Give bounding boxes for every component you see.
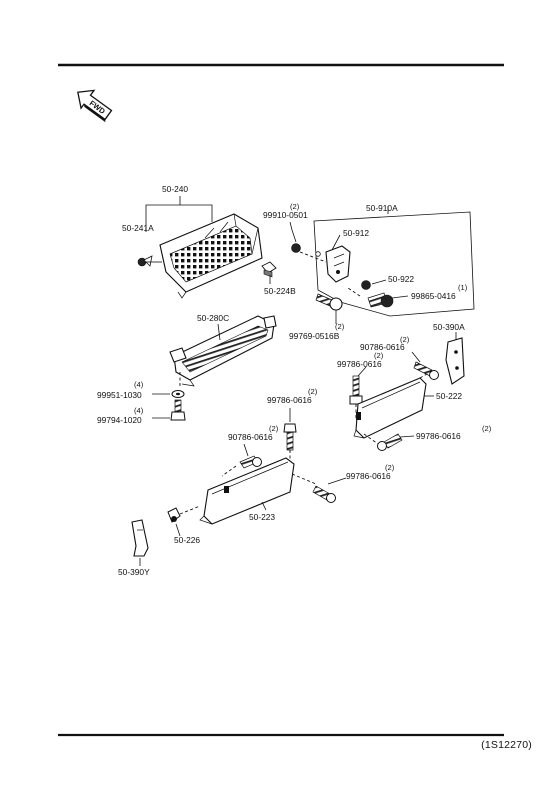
- qty-99865-0416: (1): [458, 283, 468, 292]
- callout-50-390Y: 50-390Y: [118, 567, 150, 577]
- bolt-90786-0616-right: [411, 351, 439, 380]
- callout-99865-0416: 99865-0416: [411, 291, 456, 301]
- bolt-99786-0616-center: [283, 408, 297, 464]
- washer-99951-1030: [152, 390, 185, 398]
- callout-50-922: 50-922: [388, 274, 414, 284]
- callout-99786-0616-right: 99786-0616: [337, 359, 382, 369]
- callout-99786-0616-lower-right: 99786-0616: [416, 431, 461, 441]
- bracket-50-280C: [169, 315, 277, 387]
- qty-99794-1020: (4): [134, 406, 144, 415]
- step-50-223: [199, 457, 317, 525]
- clip-50-224B: [261, 261, 277, 284]
- nut-99910-0501: [289, 221, 327, 263]
- tray-50-240: [159, 213, 263, 299]
- bracket-50-390Y: [131, 519, 149, 566]
- callout-90786-0616-right: 90786-0616: [360, 342, 405, 352]
- bolt-99786-0616-bottom: [312, 477, 347, 503]
- callout-50-910A: 50-910A: [366, 203, 398, 213]
- callout-50-912: 50-912: [343, 228, 369, 238]
- leader-50-240: [145, 196, 213, 232]
- callout-99794-1020: 99794-1020: [97, 415, 142, 425]
- callout-50-390A: 50-390A: [433, 322, 465, 332]
- callout-50-280C: 50-280C: [197, 313, 229, 323]
- nut-50-922: [361, 279, 387, 290]
- clip-50-226: [167, 505, 201, 537]
- qty-90786-0616-right: (2): [400, 335, 410, 344]
- bolt-99794-1020: [152, 399, 186, 421]
- callout-50-222: 50-222: [436, 391, 462, 401]
- qty-99786-0616-lower-right: (2): [482, 424, 492, 433]
- bolt-90786-0616-center: [221, 443, 262, 477]
- leader-50-280C: [217, 323, 221, 341]
- small-clip-icon: [315, 251, 321, 257]
- hinge-bracket-50-912: [325, 234, 351, 283]
- qty-99786-0616-center: (2): [308, 387, 318, 396]
- qty-99910-0501: (2): [290, 202, 300, 211]
- callout-50-224B: 50-224B: [264, 286, 296, 296]
- callout-90786-0616-center: 90786-0616: [228, 432, 273, 442]
- qty-99786-0616-right: (2): [374, 351, 384, 360]
- fwd-arrow-icon: FWD: [77, 89, 113, 123]
- callout-99786-0616-bottom: 99786-0616: [346, 471, 391, 481]
- callout-50-240: 50-240: [162, 184, 188, 194]
- qty-99786-0616-bottom: (2): [385, 463, 395, 472]
- callout-99786-0616-center: 99786-0616: [267, 395, 312, 405]
- callout-99769-0516B: 99769-0516B: [289, 331, 340, 341]
- callout-99951-1030: 99951-1030: [97, 390, 142, 400]
- kit-box-50-910A: [313, 211, 475, 317]
- callout-50-223: 50-223: [249, 512, 275, 522]
- screw-99865-0416: [347, 287, 409, 308]
- callout-99910-0501: 99910-0501: [263, 210, 308, 220]
- bolt-99786-0616-lower-right: [363, 433, 415, 451]
- qty-99769-0516B: (2): [335, 322, 345, 331]
- bracket-50-390A: [445, 332, 465, 385]
- clip-50-241A: [137, 255, 162, 267]
- callout-50-226: 50-226: [174, 535, 200, 545]
- step-50-222: [353, 369, 435, 439]
- callout-50-241A: 50-241A: [122, 223, 154, 233]
- screw-99769-0516B: [315, 293, 343, 324]
- qty-90786-0616-center: (2): [269, 424, 279, 433]
- qty-99951-1030: (4): [134, 380, 144, 389]
- diagram-reference-code: (1S12270): [481, 739, 532, 751]
